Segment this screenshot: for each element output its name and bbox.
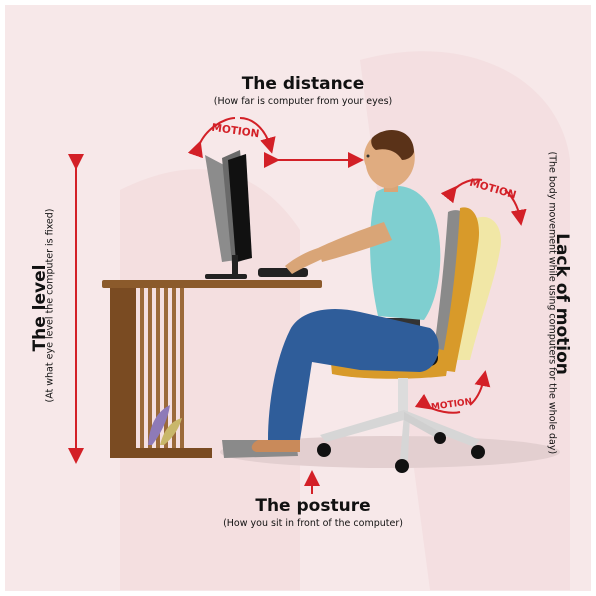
distance-subtitle: (How far is computer from your eyes) [190, 96, 416, 107]
lack-of-motion-subtitle: (The body movement while using computers… [547, 152, 558, 452]
posture-title: The posture [208, 496, 418, 516]
distance-title: The distance [198, 74, 408, 94]
posture-subtitle: (How you sit in front of the computer) [198, 518, 428, 529]
level-subtitle: (At what eye level the computer is fixed… [45, 186, 56, 426]
